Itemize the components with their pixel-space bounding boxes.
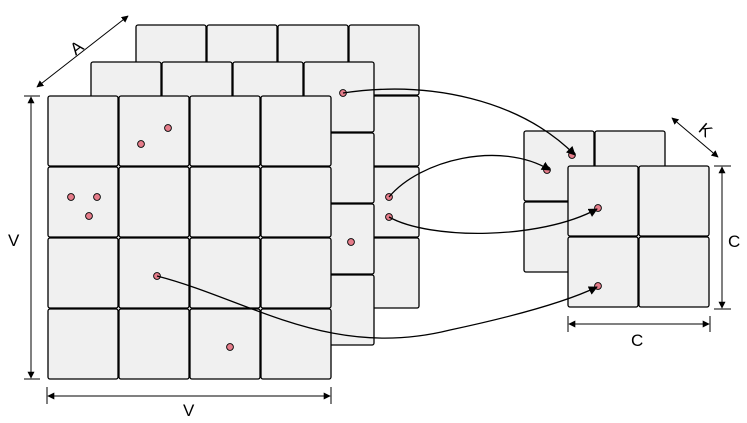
- grid-cell: [638, 236, 710, 308]
- grid-cell: [260, 166, 332, 238]
- sample-point: [93, 193, 101, 201]
- grid-cell: [638, 165, 710, 237]
- grid-cell: [189, 166, 261, 238]
- dimension-line-a: [36, 15, 129, 88]
- mapping-arrow: [156, 275, 598, 339]
- sample-point: [594, 282, 602, 290]
- sample-point: [67, 193, 75, 201]
- sample-point: [226, 343, 234, 351]
- sample-point: [137, 140, 145, 148]
- mapping-arrow: [388, 154, 551, 198]
- grid-cell: [118, 95, 190, 167]
- sample-point: [347, 238, 355, 246]
- volume-layer-front: [47, 95, 332, 380]
- mapping-arrow: [342, 88, 576, 156]
- grid-cell: [118, 166, 190, 238]
- dimension-line-k: [671, 117, 719, 158]
- grid-cell: [47, 308, 119, 380]
- label-c-vertical: C: [728, 232, 740, 251]
- label-a: A: [67, 37, 88, 59]
- grid-cell: [567, 236, 639, 308]
- grid-cell: [260, 308, 332, 380]
- label-v-horizontal: V: [183, 401, 195, 420]
- grid-cell: [118, 308, 190, 380]
- grid-cell: [47, 166, 119, 238]
- grid-cell: [567, 165, 639, 237]
- mapping-arrows: [156, 88, 598, 339]
- grid-cell: [260, 237, 332, 309]
- grid-cell: [189, 95, 261, 167]
- grid-cell: [47, 95, 119, 167]
- dimension-lines: [24, 15, 731, 404]
- label-v-vertical: V: [8, 231, 20, 250]
- sample-point: [164, 124, 172, 132]
- grid-cell: [47, 237, 119, 309]
- label-c-horizontal: C: [631, 331, 643, 350]
- grid-cell: [118, 237, 190, 309]
- grid-layer-front: [567, 165, 710, 308]
- mapping-arrow: [388, 208, 598, 235]
- grid-cell: [189, 237, 261, 309]
- grid-cell: [189, 308, 261, 380]
- grid-cell: [260, 95, 332, 167]
- sample-point: [85, 212, 93, 220]
- label-k: K: [695, 119, 716, 141]
